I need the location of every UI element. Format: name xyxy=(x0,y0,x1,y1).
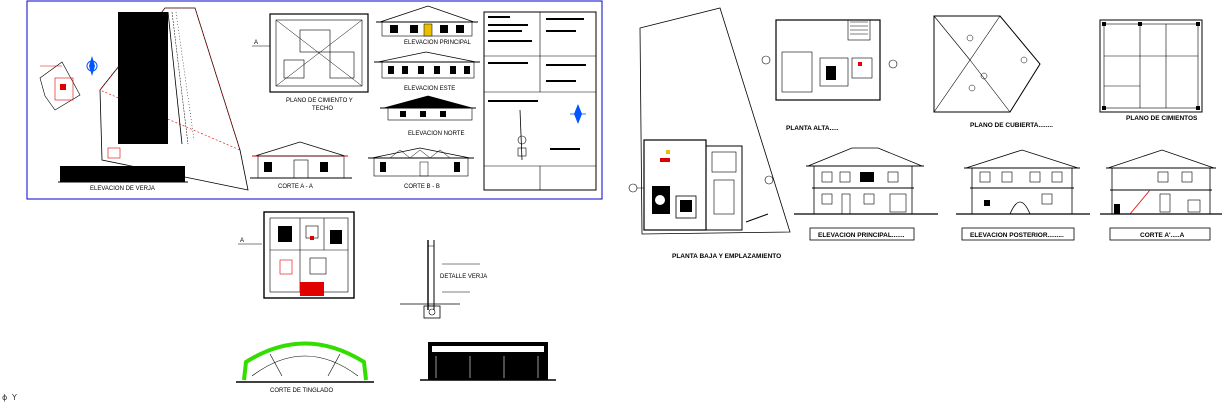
title-block xyxy=(483,11,597,191)
elevacion-posterior: ELEVACION POSTERIOR......... xyxy=(956,149,1090,241)
label-corte-bb: CORTE B - B xyxy=(404,184,440,190)
plano-cimiento-techo: A PLANO DE CIMIENTO Y TECHO xyxy=(252,13,369,112)
corte-aa-left: CORTE A - A xyxy=(250,141,352,190)
corte-bb: CORTE B - B xyxy=(368,147,474,190)
elevacion-principal: ELEVACION PRINCIPAL....... xyxy=(794,147,938,241)
label-plano-cimiento-2: TECHO xyxy=(312,106,333,112)
svg-text:Y: Y xyxy=(11,393,17,402)
svg-text:A: A xyxy=(240,238,244,244)
label-corte-tinglado: CORTE DE TINGLADO xyxy=(270,388,333,394)
detalle-verja: DETALLE VERJA xyxy=(400,240,487,319)
plano-cubierta: PLANO DE CUBIERTA........ xyxy=(933,15,1053,129)
north-arrow-icon xyxy=(570,104,586,124)
svg-text:ɸ: ɸ xyxy=(2,393,7,402)
right-sheet: PLANTA BAJA Y EMPLAZAMIENTO PLANTA ALTA.… xyxy=(628,7,1222,260)
elevacion-principal-small: ELEVACION PRINCIPAL xyxy=(376,5,478,46)
label-elevacion-principal: ELEVACION PRINCIPAL....... xyxy=(818,232,905,239)
label-elevacion-posterior: ELEVACION POSTERIOR......... xyxy=(970,232,1064,239)
north-arrow-icon xyxy=(86,56,98,76)
elevacion-verja: ELEVACION DE VERJA xyxy=(58,166,188,192)
elevacion-tinglado xyxy=(420,342,556,381)
label-elevacion-verja: ELEVACION DE VERJA xyxy=(90,186,155,192)
floor-plan-bottom: A xyxy=(238,211,355,299)
elevacion-norte: ELEVACION NORTE xyxy=(380,95,476,137)
label-corte-aa-right: CORTE A'.....A xyxy=(1140,232,1185,239)
label-elevacion-norte: ELEVACION NORTE xyxy=(408,131,464,137)
label-plano-cubierta: PLANO DE CUBIERTA........ xyxy=(970,122,1053,129)
corte-tinglado: CORTE DE TINGLADO xyxy=(236,341,374,394)
label-detalle-verja: DETALLE VERJA xyxy=(440,274,487,280)
label-elevacion-principal-small: ELEVACION PRINCIPAL xyxy=(404,40,471,46)
ucs-axis-icon: ɸ Y xyxy=(2,393,17,402)
bottom-drawings: A DETALLE VERJA CORTE DE TINGLADO xyxy=(236,211,556,394)
label-planta-alta: PLANTA ALTA..... xyxy=(786,125,839,132)
label-planta-baja: PLANTA BAJA Y EMPLAZAMIENTO xyxy=(672,253,781,260)
label-plano-cimientos: PLANO DE CIMIENTOS xyxy=(1126,115,1198,122)
sheet-frame xyxy=(26,0,603,200)
planta-alta: PLANTA ALTA..... xyxy=(761,19,898,132)
svg-text:A: A xyxy=(254,40,258,46)
plano-cimientos: PLANO DE CIMIENTOS xyxy=(1099,19,1203,122)
label-plano-cimiento-1: PLANO DE CIMIENTO Y xyxy=(286,98,353,104)
label-corte-aa-left: CORTE A - A xyxy=(278,184,313,190)
corte-aa-right: CORTE A'.....A xyxy=(1100,149,1222,241)
elevacion-este: ELEVACION ESTE xyxy=(374,51,480,92)
label-elevacion-este: ELEVACION ESTE xyxy=(404,86,455,92)
roof-block xyxy=(118,12,168,144)
site-plan-left xyxy=(39,7,249,191)
left-sheet: ELEVACION DE VERJA A PLANO DE CIMIENTO Y… xyxy=(26,0,603,200)
planta-baja-emplazamiento: PLANTA BAJA Y EMPLAZAMIENTO xyxy=(628,7,791,260)
